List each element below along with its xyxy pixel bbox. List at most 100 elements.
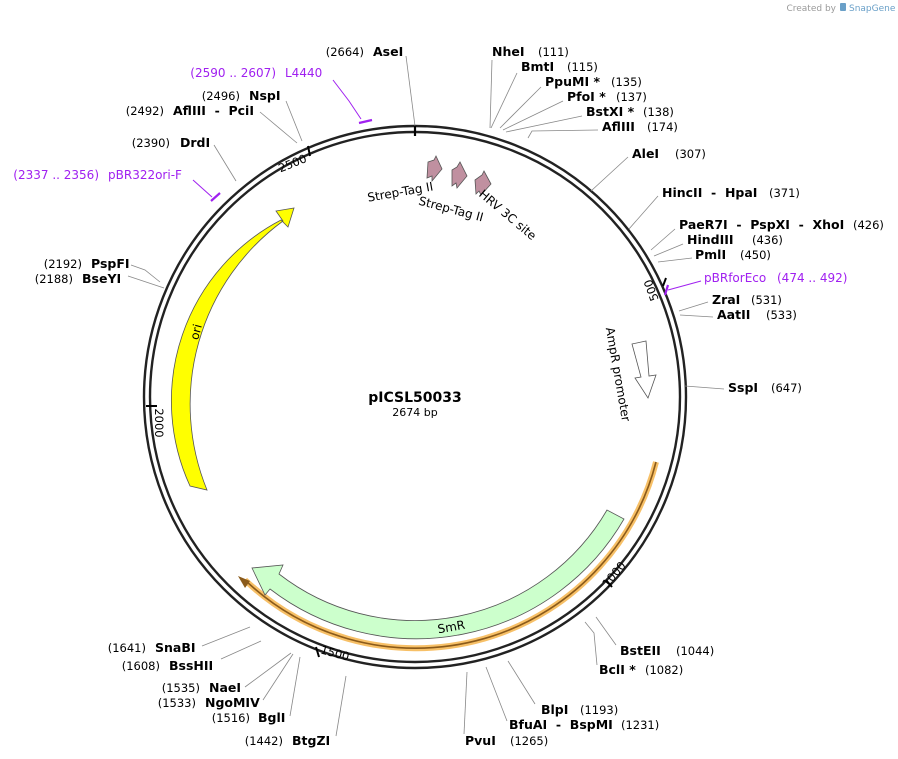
enzyme-bcli-pos: (1082)	[645, 663, 683, 677]
enzyme-bstxi[interactable]: BstXI *	[586, 104, 635, 119]
enzyme-hindiii[interactable]: HindIII	[687, 232, 734, 247]
primer-pbr322ori-f-leader	[192, 179, 213, 198]
enzyme-afliii-174-pos: (174)	[647, 120, 678, 134]
enzyme-aatii[interactable]: AatII	[717, 307, 750, 322]
enzyme-paer7i-pspxi-xhoi-pos: (426)	[853, 218, 884, 232]
primer-pbr322ori-f-name: pBR322ori-F	[108, 168, 182, 182]
leader-nspi	[285, 100, 303, 142]
leader-zrai	[678, 301, 709, 312]
credit-brand: SnapGene	[849, 4, 896, 14]
enzyme-bsshii-pos: (1608)	[122, 659, 160, 673]
enzyme-ngomiv[interactable]: NgoMIV	[205, 695, 260, 710]
enzyme-bfuai-bspmi[interactable]: BfuAI - BspMI	[509, 717, 613, 732]
strep-tag-ii-feature-2[interactable]	[451, 161, 468, 189]
center-title: pICSL50033 2674 bp	[368, 390, 461, 419]
enzyme-aatii-pos: (533)	[766, 308, 797, 322]
leader-hincii-hpai	[628, 195, 659, 230]
enzyme-pfoi-pos: (137)	[616, 90, 647, 104]
enzyme-bcli[interactable]: BclI *	[599, 662, 636, 677]
primers: (2590 .. 2607) L4440 (2337 .. 2356) pBR3…	[13, 66, 847, 296]
tick-1500	[315, 646, 320, 658]
leader-bseyi	[127, 275, 165, 289]
enzyme-naei[interactable]: NaeI	[209, 680, 241, 695]
enzyme-ppumi[interactable]: PpuMI *	[545, 74, 600, 89]
leader-ngomiv	[262, 653, 294, 701]
enzyme-naei-pos: (1535)	[162, 681, 200, 695]
tick-500	[662, 277, 667, 287]
hrv-3c-site-label: HRV 3C site	[476, 187, 539, 243]
strep-tag-ii-feature-1[interactable]	[426, 155, 443, 183]
leader-pvui	[463, 671, 468, 735]
enzyme-btgzi[interactable]: BtgZI	[292, 733, 330, 748]
enzyme-pspfi[interactable]: PspFI	[91, 256, 130, 271]
enzyme-nspi[interactable]: NspI	[249, 88, 281, 103]
leader-pmli	[657, 257, 693, 263]
ampr-promoter-label: AmpR promoter	[603, 326, 633, 422]
enzyme-pspfi-pos: (2192)	[44, 257, 82, 271]
leader-afliii-174	[527, 129, 599, 139]
enzyme-bseyi-pos: (2188)	[35, 272, 73, 286]
leader-btgzi	[335, 675, 347, 737]
enzyme-pmli[interactable]: PmlI	[695, 247, 726, 262]
enzyme-afliii-174[interactable]: AflIII	[602, 119, 635, 134]
enzyme-ngomiv-pos: (1533)	[158, 696, 196, 710]
enzyme-bstxi-pos: (138)	[643, 105, 674, 119]
hrv-3c-site-feature[interactable]	[474, 170, 492, 196]
enzyme-paer7i-pspxi-xhoi[interactable]: PaeR7I - PspXI - XhoI	[679, 217, 844, 232]
leader-blpi	[507, 660, 536, 705]
leader-asei	[405, 55, 416, 127]
enzyme-asei[interactable]: AseI	[373, 44, 403, 59]
enzyme-drdi-pos: (2390)	[132, 136, 170, 150]
enzyme-alei[interactable]: AleI	[632, 146, 659, 161]
credit: Created by SnapGene	[786, 3, 896, 14]
enzyme-afliii-pcii[interactable]: AflIII - PciI	[173, 103, 254, 118]
enzyme-bsteii[interactable]: BstEII	[620, 643, 661, 658]
enzyme-hindiii-pos: (436)	[752, 233, 783, 247]
leader-pfoi	[502, 100, 564, 131]
leader-nhei	[489, 59, 493, 129]
enzyme-labels: (2664) AseI NheI (111) BmtI (115) PpuMI …	[35, 44, 884, 748]
enzyme-drdi[interactable]: DrdI	[180, 135, 210, 150]
primer-l4440-range: (2590 .. 2607)	[190, 66, 276, 80]
credit-prefix: Created by	[786, 4, 836, 14]
enzyme-nhei[interactable]: NheI	[492, 44, 525, 59]
enzyme-bsteii-pos: (1044)	[676, 644, 714, 658]
enzyme-ppumi-pos: (135)	[611, 75, 642, 89]
leader-bstxi	[505, 115, 583, 133]
leader-paer7i	[650, 228, 676, 251]
leader-afliii-pcii	[259, 111, 298, 144]
ampr-promoter-feature[interactable]	[631, 340, 657, 399]
leader-drdi	[213, 144, 237, 182]
enzyme-bgli[interactable]: BglI	[258, 710, 285, 725]
enzyme-snabi[interactable]: SnaBI	[155, 640, 196, 655]
leader-aatii	[679, 314, 714, 318]
enzyme-bsshii[interactable]: BssHII	[169, 658, 213, 673]
primer-l4440-mark	[358, 118, 373, 125]
ori-label: ori	[187, 323, 205, 342]
enzyme-blpi[interactable]: BlpI	[541, 702, 568, 717]
enzyme-bmti-pos: (115)	[567, 60, 598, 74]
tick-label-1500: 1500	[319, 643, 351, 664]
ori-feature[interactable]	[171, 207, 295, 491]
primer-l4440-leader	[332, 79, 362, 120]
tick-1000	[605, 579, 613, 588]
enzyme-bseyi[interactable]: BseYI	[82, 271, 121, 286]
enzyme-zrai[interactable]: ZraI	[712, 292, 740, 307]
enzyme-zrai-pos: (531)	[751, 293, 782, 307]
enzyme-hincii-hpai[interactable]: HincII - HpaI	[662, 185, 757, 200]
enzyme-bfuai-bspmi-pos: (1231)	[621, 718, 659, 732]
smr-orf-line	[244, 461, 657, 649]
smr-feature[interactable]	[251, 509, 625, 640]
enzyme-pmli-pos: (450)	[740, 248, 771, 262]
enzyme-pfoi[interactable]: PfoI *	[567, 89, 606, 104]
enzyme-sspi-pos: (647)	[771, 381, 802, 395]
tick-label-2500: 2500	[276, 151, 308, 175]
primer-pbrforeco-mark	[663, 284, 670, 296]
strep-tag-ii-label-2: Strep-Tag II	[417, 194, 485, 225]
leader-ppumi	[499, 86, 542, 129]
enzyme-btgzi-pos: (1442)	[245, 734, 283, 748]
enzyme-bmti[interactable]: BmtI	[521, 59, 554, 74]
enzyme-pvui[interactable]: PvuI	[465, 733, 496, 748]
enzyme-sspi[interactable]: SspI	[728, 380, 758, 395]
smr-label: SmR	[436, 618, 466, 637]
